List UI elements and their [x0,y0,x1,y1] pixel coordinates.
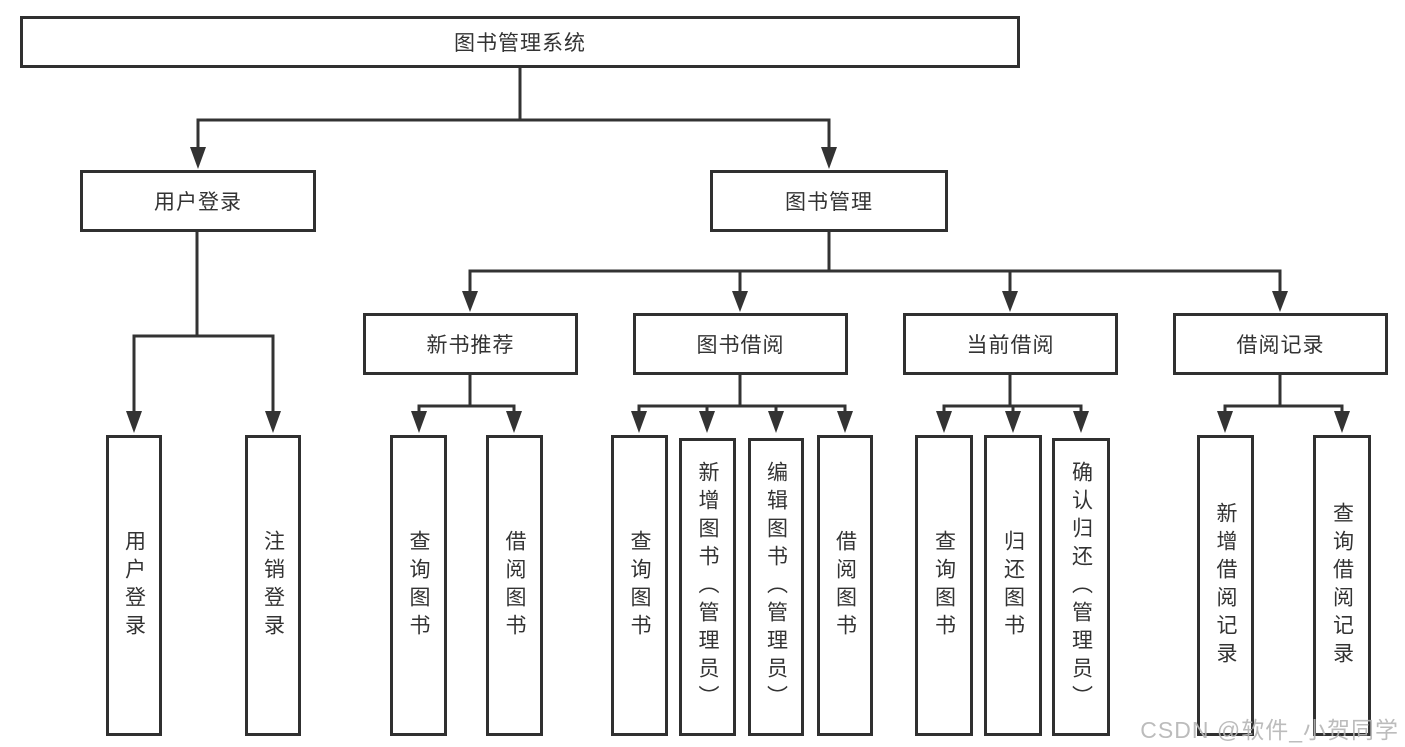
node-new-book-recommendation: 新书推荐 [363,313,578,375]
node-current-borrowing: 当前借阅 [903,313,1118,375]
leaf-edit-books-admin: 编辑图书（管理员） [748,438,804,736]
leaf-query-books-current: 查询图书 [915,435,973,736]
node-book-management: 图书管理 [710,170,948,232]
node-user-login: 用户登录 [80,170,316,232]
csdn-watermark: CSDN @软件_小贺同学 [1140,717,1399,743]
leaf-confirm-return-admin: 确认归还（管理员） [1052,438,1110,736]
node-library-management-system: 图书管理系统 [20,16,1020,68]
leaf-add-books-admin: 新增图书（管理员） [679,438,736,736]
leaf-return-books: 归还图书 [984,435,1042,736]
leaf-add-borrow-record: 新增借阅记录 [1197,435,1254,736]
leaf-borrow-books-recommend: 借阅图书 [486,435,543,736]
leaf-logout-login: 注销登录 [245,435,301,736]
node-borrowing-records: 借阅记录 [1173,313,1388,375]
leaf-query-borrow-record: 查询借阅记录 [1313,435,1371,736]
leaf-user-login: 用户登录 [106,435,162,736]
leaf-query-books-recommend: 查询图书 [390,435,447,736]
connector-lines [132,64,1344,416]
node-book-borrowing: 图书借阅 [633,313,848,375]
leaf-query-books-borrowing: 查询图书 [611,435,668,736]
leaf-borrow-books-borrowing: 借阅图书 [817,435,873,736]
